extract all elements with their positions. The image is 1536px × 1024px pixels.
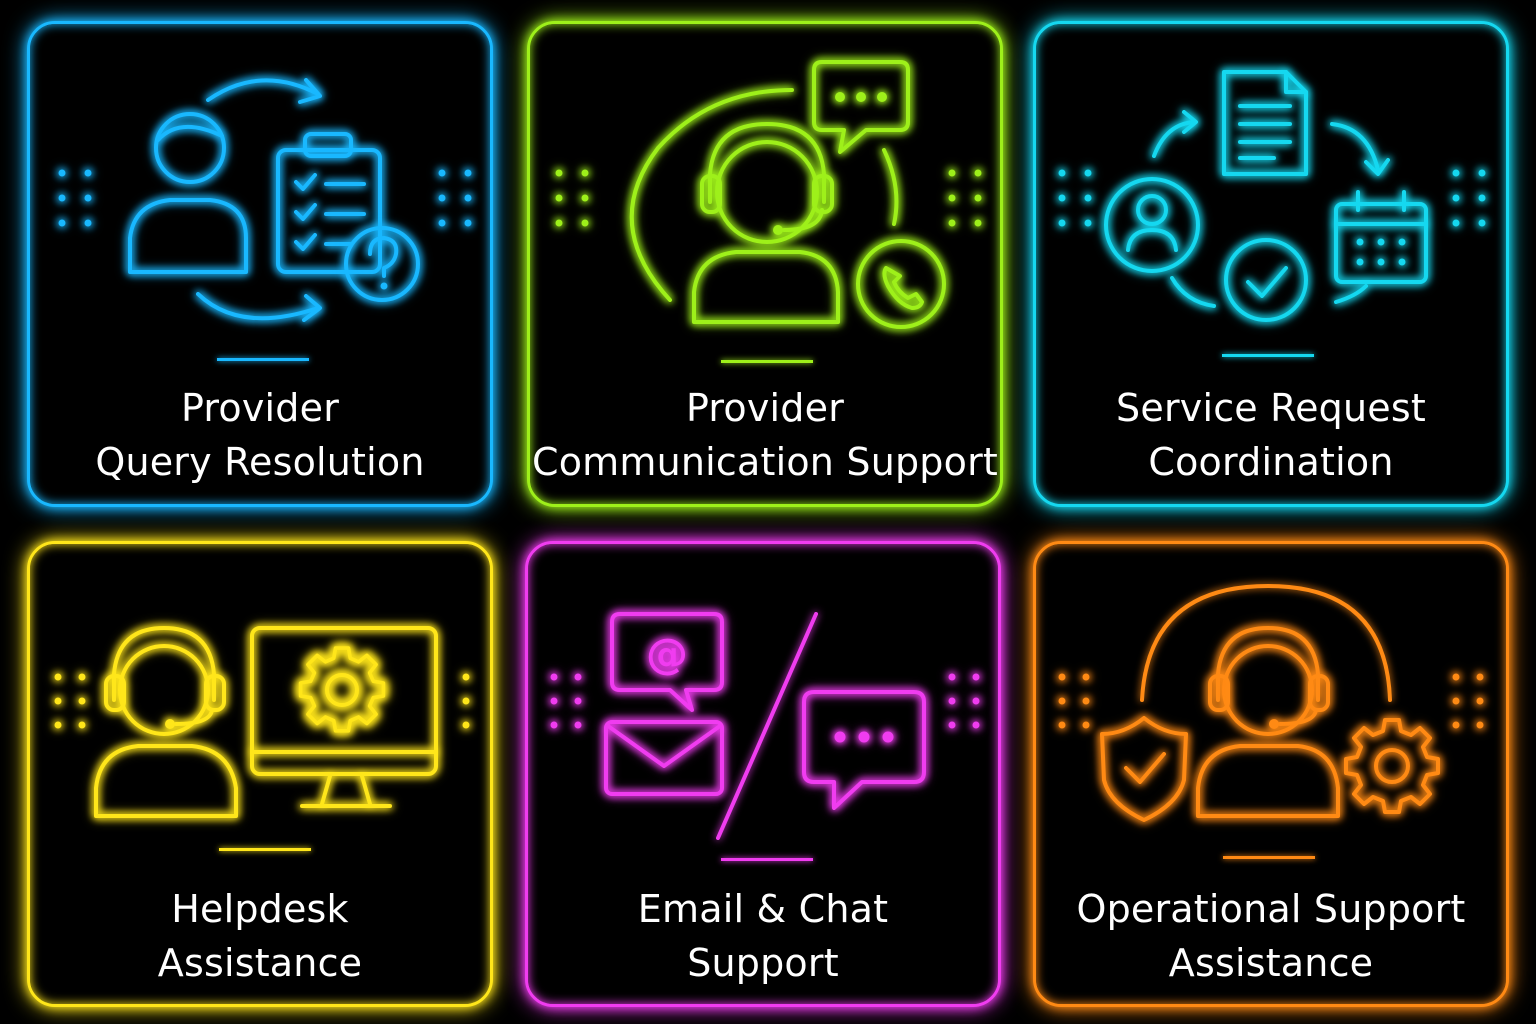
dots-left-icon — [54, 673, 86, 729]
check-circle-icon — [1224, 238, 1308, 322]
dots-left-icon — [58, 169, 92, 227]
monitor-gear-icon — [250, 626, 438, 808]
operational-support-illustration — [1058, 584, 1484, 822]
email-chat-illustration: @ — [550, 612, 980, 840]
card-title-line2: Communication Support — [531, 440, 998, 484]
card-title-line1: Provider — [180, 386, 340, 430]
shield-check-icon — [1100, 716, 1188, 822]
email-bubble-icon: @ — [610, 612, 724, 712]
divider — [721, 858, 813, 861]
card-email-chat-support[interactable]: @ Email & Chat Support — [525, 541, 1001, 1007]
dots-left-icon — [1058, 673, 1090, 729]
card-title-line1: Email & Chat — [637, 887, 889, 931]
card-title: Helpdesk Assistance — [30, 882, 490, 990]
dots-right-icon — [1452, 673, 1484, 729]
cycle-arrows-icon — [1152, 110, 1390, 308]
card-title-line2: Query Resolution — [95, 440, 425, 484]
dots-left-icon — [1058, 169, 1092, 227]
gear-icon — [1344, 718, 1440, 814]
headset-agent-icon — [1196, 626, 1340, 818]
headset-agent-icon — [692, 122, 840, 324]
card-title-line2: Coordination — [1148, 440, 1394, 484]
arc-icon — [629, 88, 899, 302]
arc-icon — [1140, 584, 1392, 702]
clipboard-checklist-icon — [276, 132, 382, 274]
user-circle-icon — [1104, 177, 1200, 273]
at-sign: @ — [646, 629, 688, 678]
divider — [217, 358, 309, 361]
card-title: Email & Chat Support — [528, 882, 998, 990]
question-icon — [344, 226, 420, 302]
card-title-line1: Operational Support — [1076, 887, 1466, 931]
headset-agent-icon — [94, 626, 238, 818]
card-provider-query-resolution[interactable]: Provider Query Resolution — [27, 21, 493, 507]
dots-right-icon — [948, 673, 980, 729]
cycle-arrows-icon — [196, 78, 322, 322]
query-resolution-illustration — [58, 78, 472, 322]
chat-bubble-icon — [812, 60, 910, 154]
card-title-line1: Provider — [685, 386, 845, 430]
helpdesk-illustration — [54, 626, 470, 818]
calendar-icon — [1334, 190, 1428, 284]
dots-right-icon — [1452, 169, 1486, 227]
service-request-illustration — [1058, 70, 1486, 322]
card-title-line2: Assistance — [157, 941, 363, 985]
card-service-request-coordination[interactable]: Service Request Coordination — [1033, 21, 1509, 507]
chat-bubble-icon — [802, 690, 926, 810]
card-title: Provider Communication Support — [530, 381, 1000, 489]
dots-left-icon — [550, 673, 582, 729]
document-icon — [1222, 70, 1308, 176]
card-operational-support-assistance[interactable]: Operational Support Assistance — [1033, 541, 1509, 1007]
card-title: Operational Support Assistance — [1036, 882, 1506, 990]
dots-right-icon — [462, 673, 470, 729]
card-provider-communication-support[interactable]: Provider Communication Support — [527, 21, 1003, 507]
divider — [1223, 856, 1315, 859]
divider — [1222, 354, 1314, 357]
divider — [721, 360, 813, 363]
card-helpdesk-assistance[interactable]: Helpdesk Assistance — [27, 541, 493, 1007]
envelope-icon — [604, 720, 724, 796]
phone-icon — [856, 239, 946, 329]
card-title-line2: Support — [687, 941, 839, 985]
slash-divider — [716, 612, 818, 840]
card-title-line1: Service Request — [1116, 386, 1426, 430]
card-title: Provider Query Resolution — [30, 381, 490, 489]
communication-support-illustration — [555, 60, 982, 329]
dots-right-icon — [438, 169, 472, 227]
dots-left-icon — [555, 169, 589, 227]
divider — [219, 848, 311, 851]
user-icon — [128, 112, 248, 274]
card-title-line2: Assistance — [1168, 941, 1374, 985]
card-title: Service Request Coordination — [1036, 381, 1506, 489]
dots-right-icon — [948, 169, 982, 227]
card-title-line1: Helpdesk — [171, 887, 349, 931]
